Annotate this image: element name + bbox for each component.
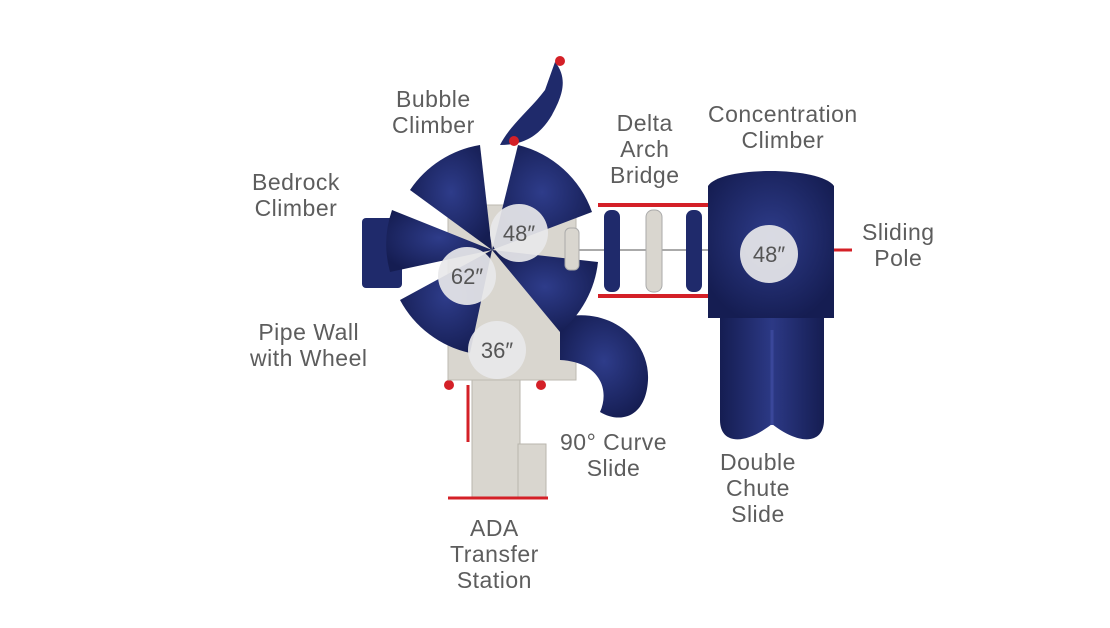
deck-height-badge-b: 62″ <box>438 247 496 305</box>
bubble-climber <box>500 56 565 146</box>
svg-text:48″: 48″ <box>503 221 535 246</box>
svg-text:36″: 36″ <box>481 338 513 363</box>
deck-height-badge-c: 36″ <box>468 321 526 379</box>
deck-height-badge-d: 48″ <box>740 225 798 283</box>
svg-text:62″: 62″ <box>451 264 483 289</box>
ada-transfer-station <box>444 379 548 500</box>
svg-text:48″: 48″ <box>753 242 785 267</box>
delta-arch-bridge <box>564 203 712 298</box>
curve-slide <box>560 315 649 418</box>
deck-height-badge-a: 48″ <box>490 204 548 262</box>
